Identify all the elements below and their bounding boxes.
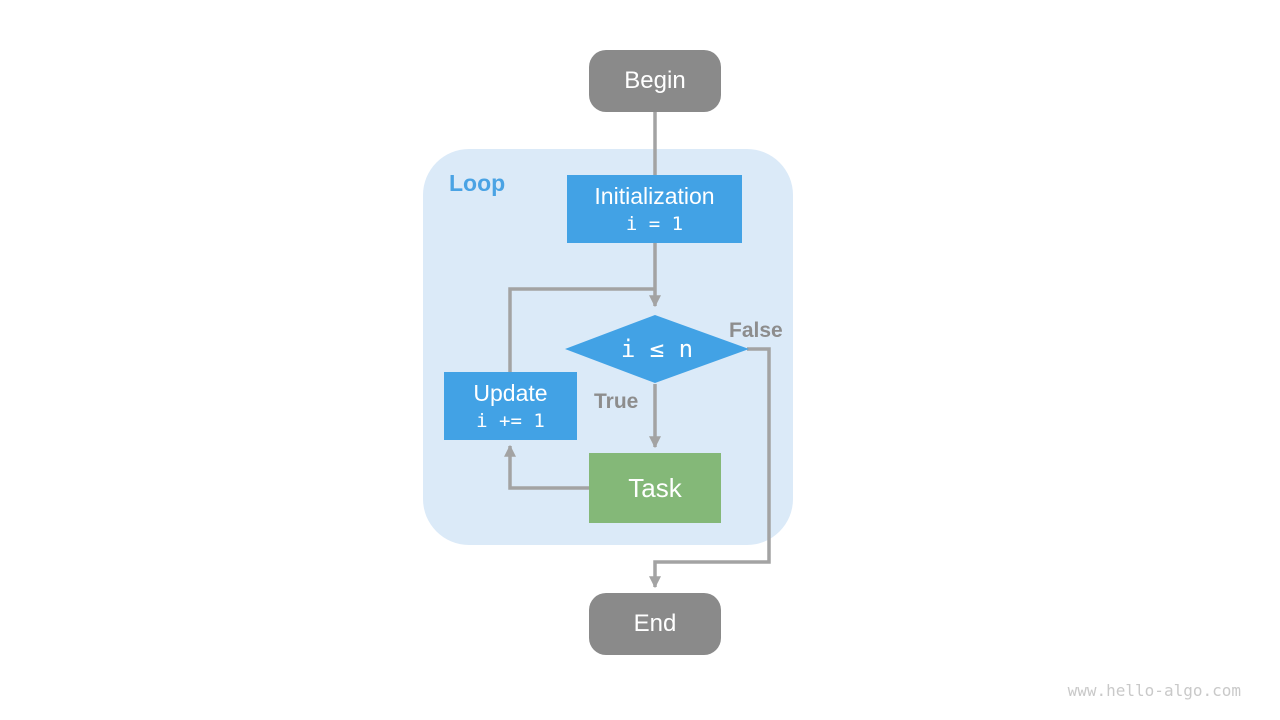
loop-container-label: Loop [449, 170, 506, 196]
edge-label-true: True [594, 390, 639, 413]
node-update: Update i += 1 [444, 372, 577, 440]
node-task: Task [589, 453, 721, 523]
edge-label-false: False [729, 319, 783, 342]
node-update-label: Update [473, 379, 548, 406]
node-condition-label: i ≤ n [620, 335, 694, 363]
edge-task-update [504, 444, 589, 490]
node-initialization-code: i = 1 [625, 212, 684, 235]
node-initialization: Initialization i = 1 [567, 175, 742, 243]
edge-condition-end-false [649, 347, 771, 589]
watermark-text: www.hello-algo.com [1067, 681, 1241, 700]
node-update-code: i += 1 [476, 409, 545, 432]
node-initialization-label: Initialization [594, 182, 715, 209]
edge-update-loopback [508, 287, 655, 373]
node-end-label: End [633, 610, 677, 637]
node-end: End [589, 593, 721, 655]
node-task-label: Task [628, 472, 682, 503]
node-begin-label: Begin [624, 67, 686, 94]
condition-diamond-shape [565, 315, 749, 383]
node-begin: Begin [589, 50, 721, 112]
